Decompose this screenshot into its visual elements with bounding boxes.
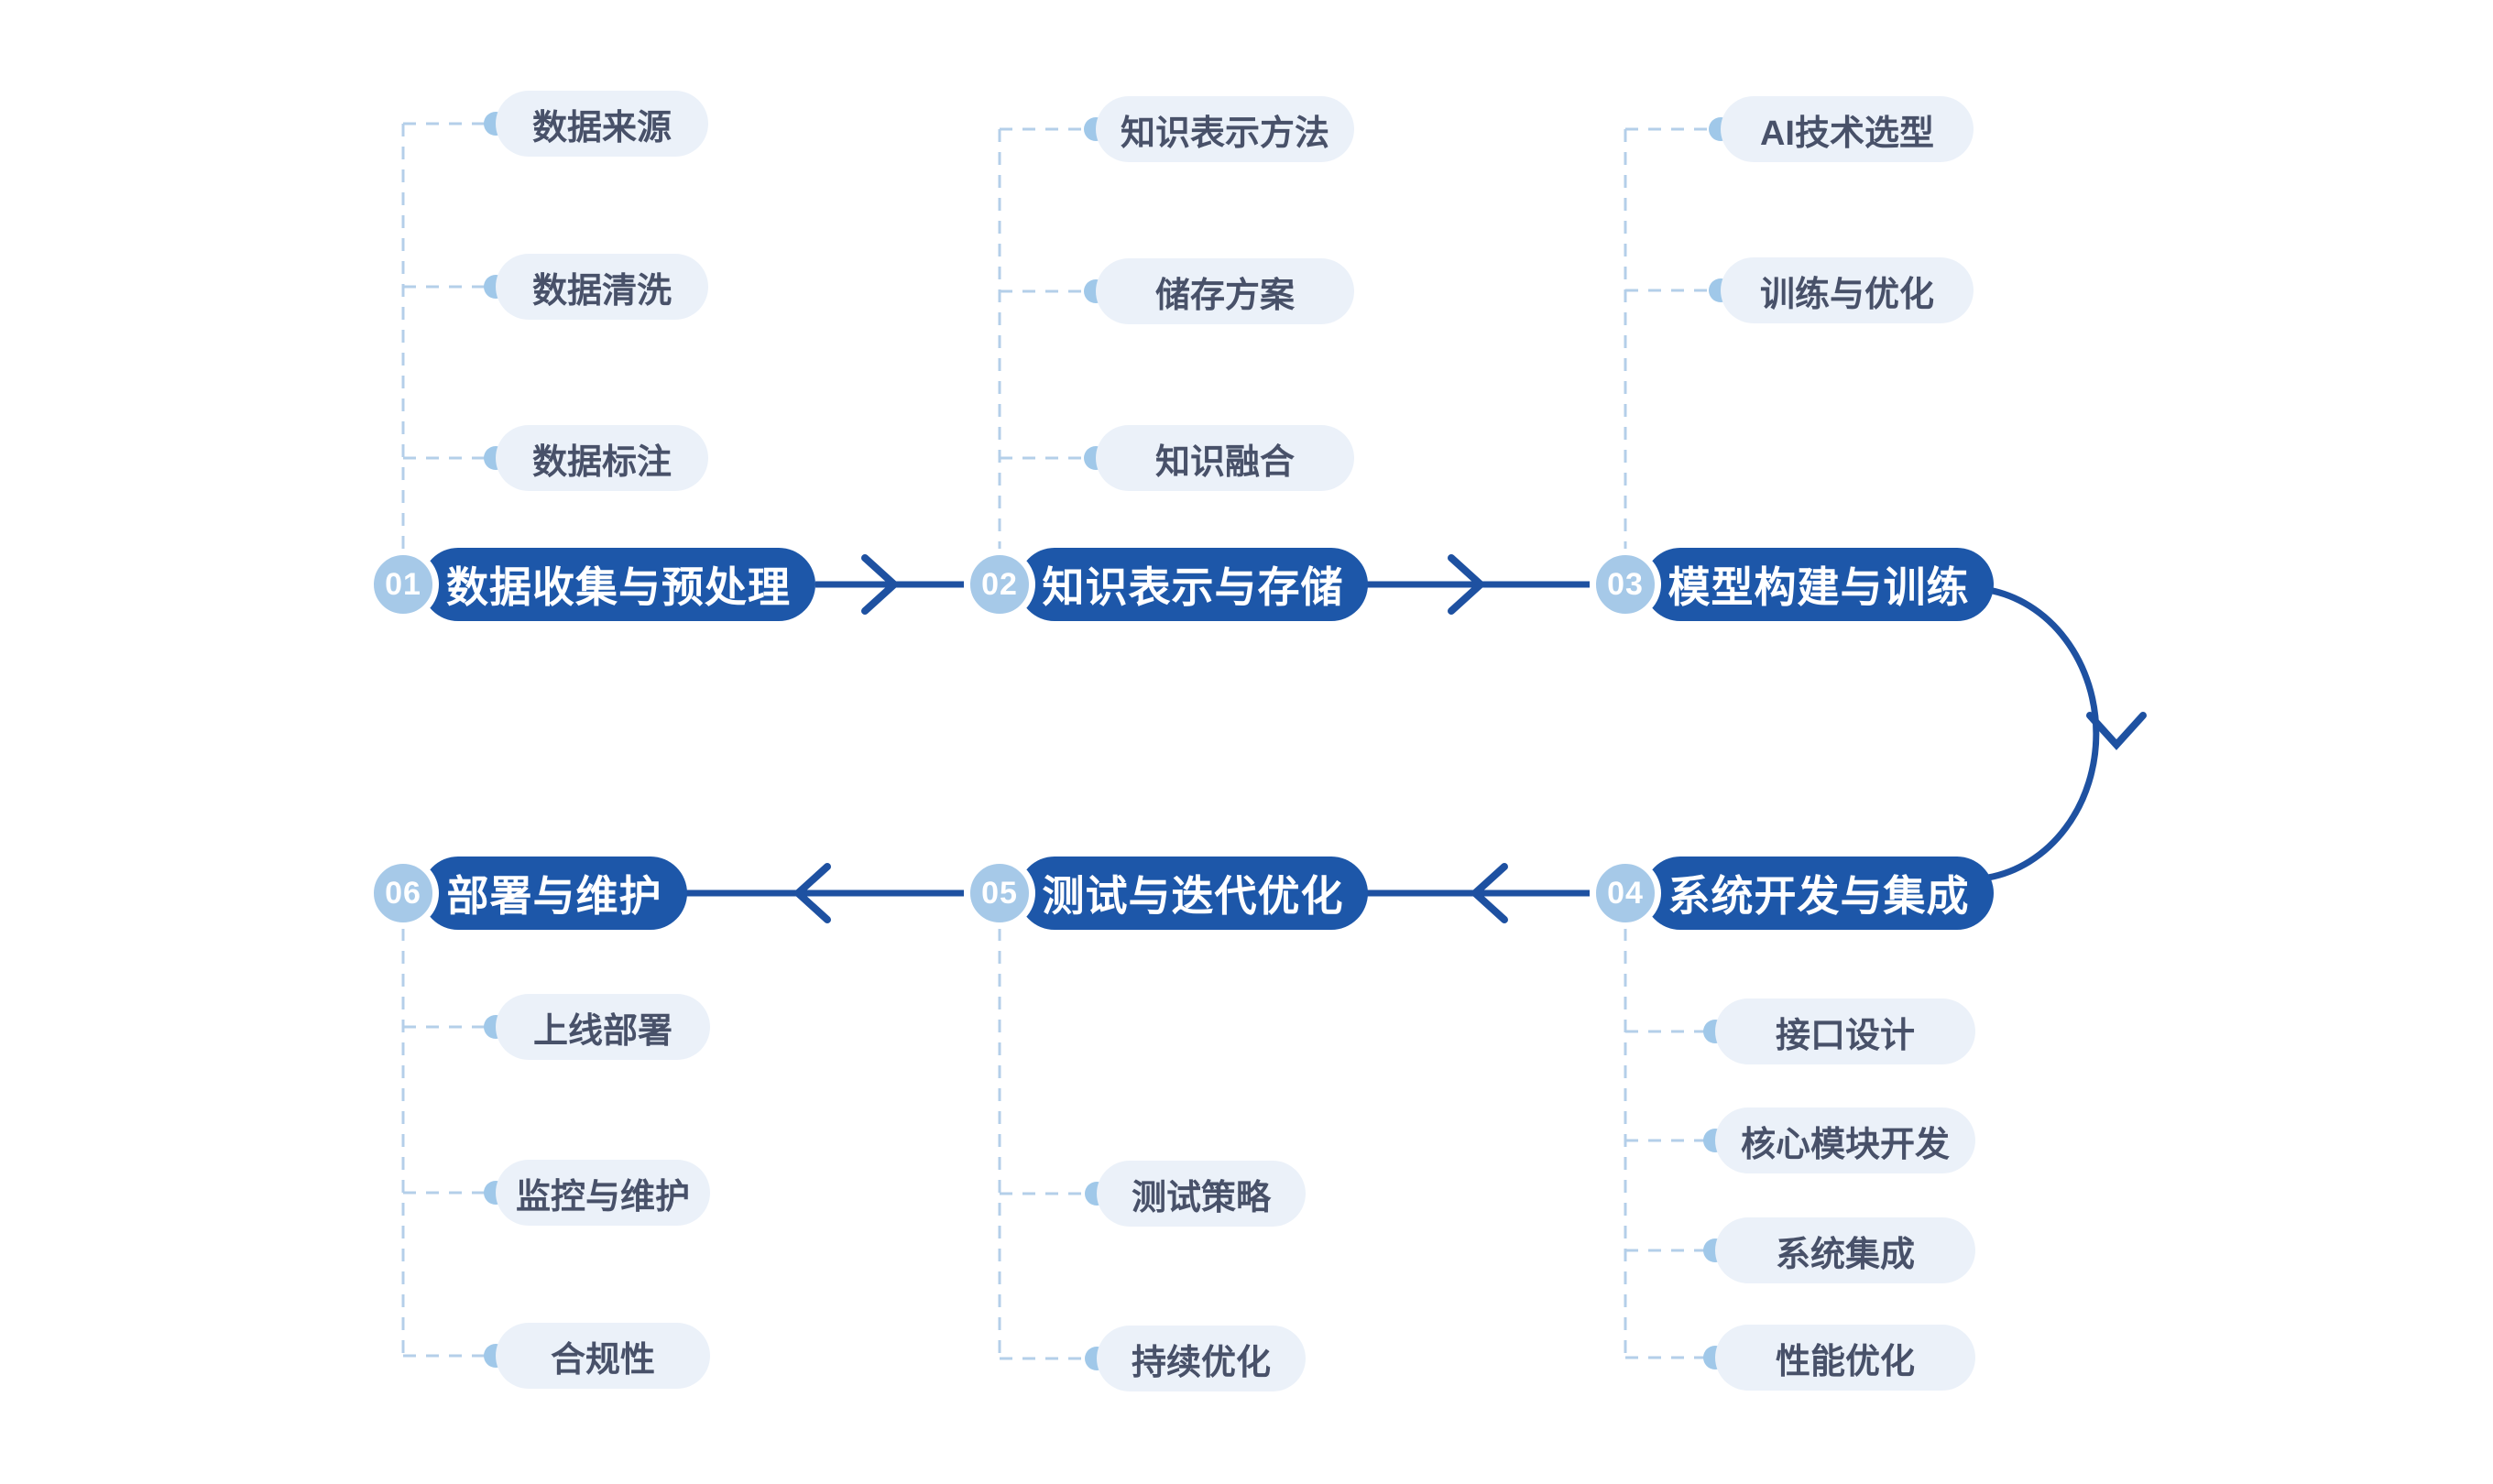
subtopic-pill: 合规性 [496,1323,710,1389]
subtopic-pill: 系统集成 [1715,1217,1975,1283]
subtopic-pill: AI技术选型 [1721,96,1974,162]
step-label-pill: 模型构建与训练 [1644,548,1994,621]
step-number: 06 [385,875,421,911]
step-number-badge: 05 [964,857,1035,929]
step-number: 02 [981,566,1018,602]
step-node-04: 04 系统开发与集成 [1590,857,1994,930]
subtopic-pill: 核心模块开发 [1715,1108,1975,1173]
subtopic-pill: 储存方案 [1096,258,1354,324]
step-number-badge: 01 [367,549,439,620]
step-number-badge: 06 [367,857,439,929]
flow-curve-03-to-04 [1987,586,2100,881]
arrowhead-right-icon [861,554,900,615]
subtopic-pill: 性能优化 [1715,1325,1975,1391]
step-number-badge: 04 [1590,857,1661,929]
step-number: 01 [385,566,421,602]
step-number: 04 [1607,875,1644,911]
arrowhead-right-icon [1448,554,1486,615]
arrowhead-left-icon [793,863,831,923]
step-node-06: 06 部署与维护 [367,857,687,930]
subtopic-pill: 知识表示方法 [1096,96,1354,162]
step-label-pill: 知识表示与存储 [1018,548,1368,621]
step-node-03: 03 模型构建与训练 [1590,548,1994,621]
subtopic-pill: 上线部署 [496,994,710,1060]
subtopic-pill: 训练与优化 [1721,257,1974,323]
subtopic-pill: 接口设计 [1715,998,1975,1064]
step-label-pill: 部署与维护 [421,857,687,930]
step-label-pill: 数据收集与预处理 [421,548,815,621]
step-number: 05 [981,875,1018,911]
step-number-badge: 02 [964,549,1035,620]
step-node-01: 01 数据收集与预处理 [367,548,815,621]
step-number: 03 [1607,566,1644,602]
subtopic-pill: 持续优化 [1097,1326,1306,1391]
step-label-pill: 系统开发与集成 [1644,857,1994,930]
step-node-05: 05 测试与迭代优化 [964,857,1368,930]
subtopic-pill: 知识融合 [1096,425,1354,491]
step-number-badge: 03 [1590,549,1661,620]
arrowhead-down-icon [2086,712,2147,750]
arrowhead-left-icon [1470,863,1508,923]
subtopic-pill: 测试策略 [1097,1161,1306,1227]
subtopic-pill: 监控与维护 [496,1160,710,1226]
subtopic-pill: 数据来源 [496,91,708,157]
subtopic-pill: 数据清洗 [496,254,708,320]
step-node-02: 02 知识表示与存储 [964,548,1368,621]
step-label-pill: 测试与迭代优化 [1018,857,1368,930]
subtopic-pill: 数据标注 [496,425,708,491]
